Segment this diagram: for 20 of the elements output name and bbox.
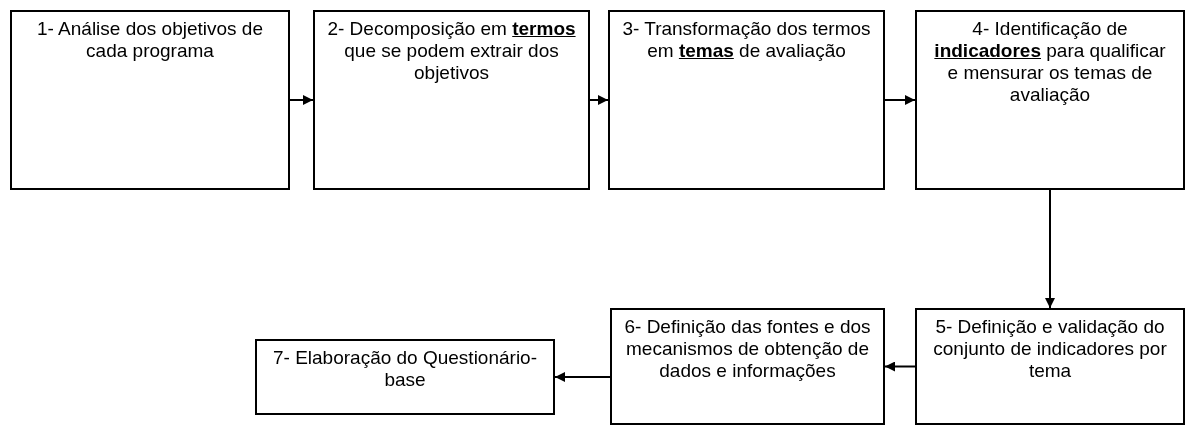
process-box (608, 10, 885, 190)
step-text: 7- Elaboração do Questionário-base (271, 347, 538, 391)
step-text: 4- Identificação de indicadores para qualificar e mensurar os temas de avaliação (933, 18, 1167, 106)
arrow (589, 95, 609, 105)
step-text: 3- Transformação dos termos em temas de avaliação (621, 18, 872, 62)
arrow (884, 361, 916, 372)
step-text: 2- Decomposição em termos que se podem extrair dos objetivos (326, 18, 577, 84)
process-box (915, 10, 1185, 190)
arrow (289, 95, 314, 105)
process-box (915, 308, 1185, 425)
step-text: 5- Definição e validação do conjunto de indicadores por tema (932, 316, 1168, 382)
arrow (554, 372, 611, 382)
step-text: 6- Definição das fontes e dos mecanismos de obtenção de dados e informações (623, 316, 872, 382)
arrow (884, 95, 916, 105)
process-box (610, 308, 885, 425)
step-text: 1- Análise dos objetivos de cada programa (35, 18, 264, 62)
arrow (1045, 189, 1055, 309)
process-box (255, 339, 555, 415)
process-box (10, 10, 290, 190)
process-box (313, 10, 590, 190)
